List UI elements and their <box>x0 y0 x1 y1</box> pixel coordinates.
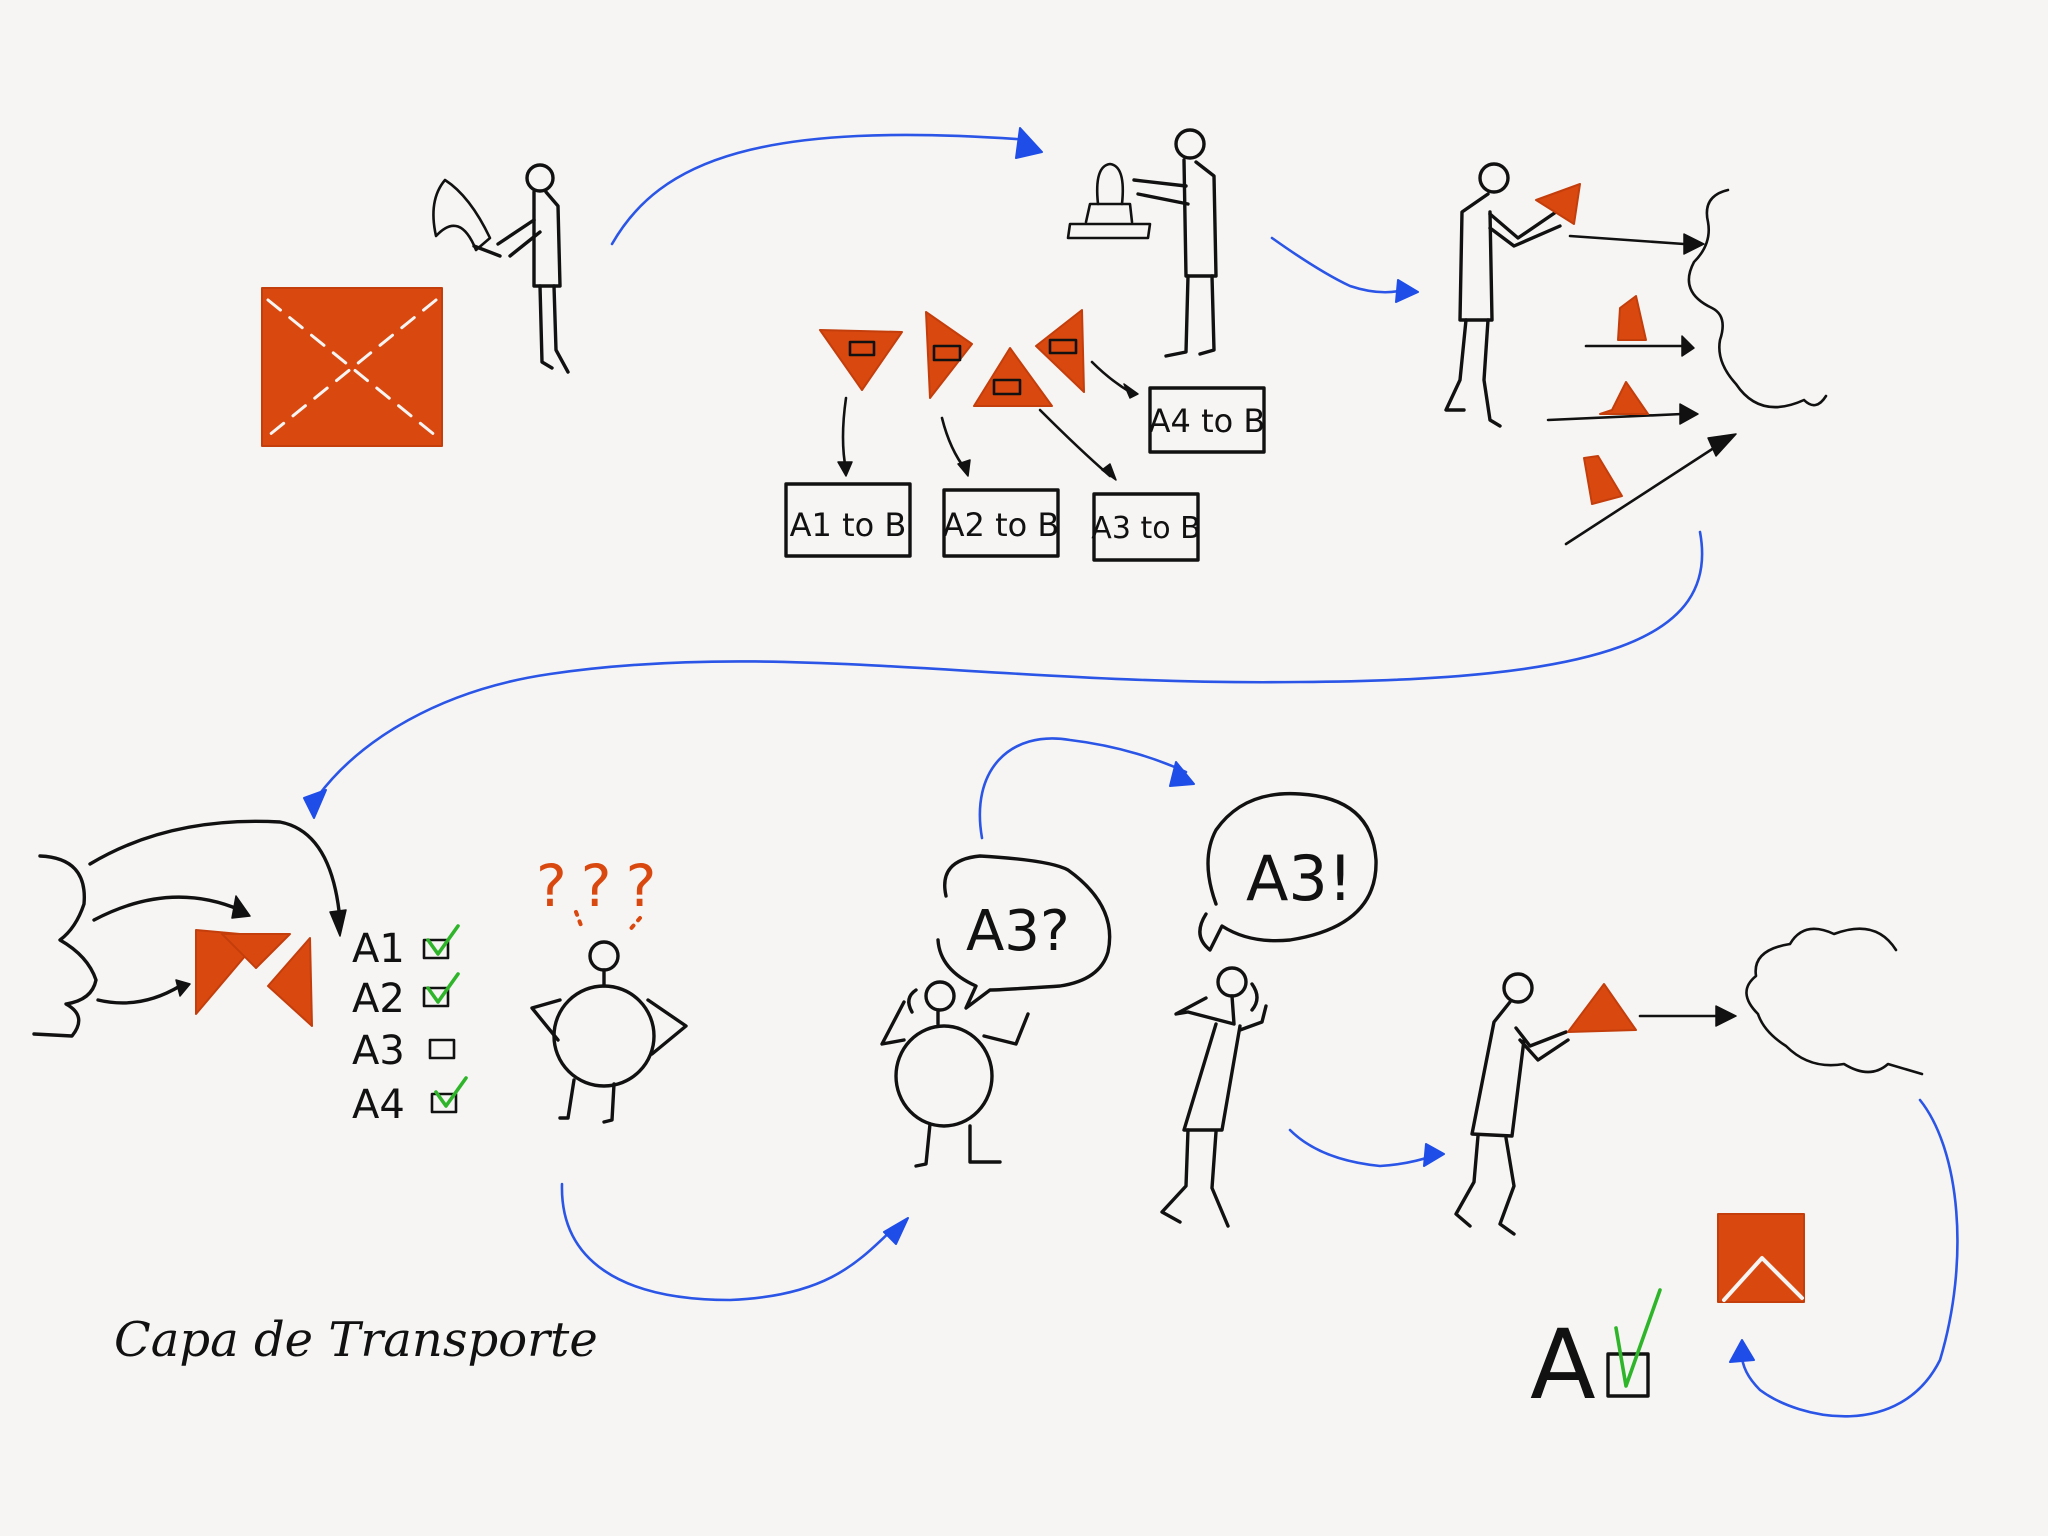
label-box-a3 <box>1092 492 1200 562</box>
flow-arrowhead-1 <box>1015 127 1043 159</box>
page-title: Capa de Transporte <box>114 1312 598 1368</box>
resent-segment <box>1567 983 1637 1033</box>
check-label-a4: A4 <box>352 1082 405 1128</box>
person-with-stamp <box>1066 128 1218 358</box>
segment-triangle-3 <box>973 347 1053 407</box>
label-a4: A4 to B <box>1149 402 1266 440</box>
person-with-knife <box>432 163 570 374</box>
thrown-segment <box>1535 183 1581 225</box>
flow-arrowhead-6 <box>1423 1143 1445 1167</box>
receiver-network <box>32 819 347 1038</box>
check-label-a3: A3 <box>352 1028 405 1074</box>
network-cloud-2 <box>1745 927 1924 1076</box>
label-box-a4 <box>1148 386 1266 454</box>
flow-arrow-2 <box>1270 236 1406 294</box>
label-a1: A1 to B <box>790 506 907 544</box>
received-triangle-2 <box>221 933 291 969</box>
checklist: A1 A2 A3 A4 <box>352 924 468 1128</box>
final-check-label: A <box>1530 1309 1596 1421</box>
label-a2: A2 to B <box>943 506 1060 544</box>
segment-triangle-2 <box>925 311 973 399</box>
flow-arrow-3 <box>316 530 1704 798</box>
flow-arrow-1 <box>610 133 1032 246</box>
flow-arrow-7 <box>1740 1098 1959 1418</box>
flow-arrowhead-5 <box>1169 761 1195 787</box>
reassembled-package <box>1717 1213 1805 1303</box>
flow-arrowhead-7 <box>1729 1339 1755 1363</box>
final-check: A <box>1530 1288 1662 1421</box>
person-sending-segments <box>1444 162 1828 546</box>
flow-arrow-5 <box>978 737 1188 840</box>
confused-person: ??? <box>530 852 688 1124</box>
original-package <box>261 287 443 447</box>
segments-group <box>819 309 1085 407</box>
flow-arrowhead-3 <box>303 789 327 819</box>
flow-arrow-6 <box>1288 1128 1434 1168</box>
confused-question-marks: ??? <box>536 852 670 920</box>
person-resending <box>1454 927 1924 1236</box>
answer-bubble-text: A3! <box>1246 842 1353 915</box>
label-box-a1 <box>784 482 912 558</box>
person-answering: A3! <box>1160 791 1378 1228</box>
flow-arrowhead-2 <box>1395 279 1419 303</box>
question-bubble-text: A3? <box>966 899 1070 964</box>
label-box-a2 <box>942 488 1060 558</box>
network-cloud-1 <box>1687 188 1828 409</box>
received-triangle-3 <box>267 937 313 1027</box>
person-asking: A3? <box>880 854 1112 1168</box>
label-a3: A3 to B <box>1091 511 1200 546</box>
segment-label-boxes: A1 to B A2 to B A3 to B A4 to B <box>784 360 1266 562</box>
check-label-a1: A1 <box>352 926 405 972</box>
segment-triangle-1 <box>819 329 903 391</box>
check-label-a2: A2 <box>352 976 405 1022</box>
segment-triangle-4 <box>1035 309 1085 393</box>
flow-arrowhead-4 <box>883 1217 909 1245</box>
flow-arrow-4 <box>560 1182 898 1302</box>
